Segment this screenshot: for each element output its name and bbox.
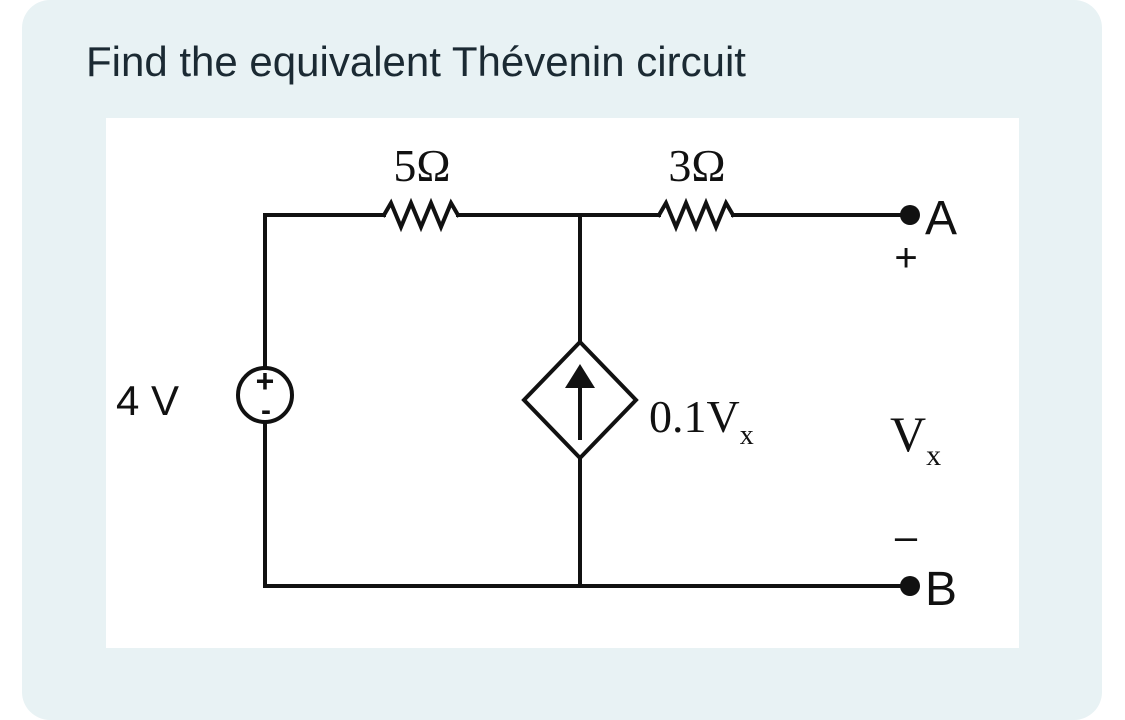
vx-label: Vx [890,406,941,472]
terminal-b-dot [900,576,920,596]
terminal-b-label: B [925,563,957,616]
resistor-5-ohm-label: 5Ω [393,140,450,191]
voltage-source-minus: - [261,394,271,427]
circuit-diagram: + - 4 V 0.1Vx 5Ω 3Ω A + Vx – B [106,118,1019,648]
voltage-source-plus: + [256,363,275,399]
terminal-a-dot [900,205,920,225]
arrow-up-icon [565,364,595,388]
resistor-3-ohm [656,197,736,233]
resistor-3-ohm-label: 3Ω [668,140,725,191]
resistor-5-ohm [381,197,461,233]
voltage-source-label: 4 V [116,377,179,424]
terminal-b-minus: – [895,515,918,559]
voltage-source-circle [236,366,294,424]
terminal-a-label: A [925,192,957,245]
dependent-source-gain: 0.1Vx [649,391,754,451]
circuit-svg: + - 4 V 0.1Vx 5Ω 3Ω A + Vx – B [116,140,957,616]
dependent-source-diamond [521,339,639,461]
terminal-a-plus: + [894,236,917,280]
question-text: Find the equivalent Thévenin circuit [86,38,746,85]
